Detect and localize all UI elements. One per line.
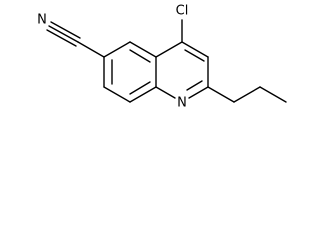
bond-c7-c8 (103, 86, 131, 103)
nitrile-nitrogen-atom-label: N (37, 13, 47, 28)
bond-c4-c3 (181, 41, 209, 58)
atom-labels: Cl N N (37, 4, 188, 111)
chlorine-atom-label: Cl (176, 4, 189, 19)
bond-c2-n1 (188, 86, 209, 99)
bond-nitrile-triple-3 (50, 21, 81, 39)
bond-c2-propyl-1 (207, 86, 235, 103)
quinoline-core-bonds (103, 41, 209, 103)
ring-nitrogen-atom-label: N (177, 96, 187, 111)
molecule-structure: Cl N N (37, 4, 287, 111)
substituent-bonds (46, 19, 287, 103)
bond-propyl-1-2 (233, 86, 261, 103)
bond-c4a-c5 (129, 41, 157, 58)
bond-c4-c4a (155, 41, 183, 58)
bond-c2-n1-double (186, 80, 203, 91)
bond-c8-c8a (129, 86, 157, 103)
bond-c8-c8a-double (129, 81, 151, 95)
bond-n1-c8a (155, 86, 176, 99)
bond-c5-c6 (103, 41, 131, 58)
bond-propyl-2-3 (259, 86, 287, 103)
bond-c4a-c5-double (129, 49, 151, 63)
bond-c4-c3-double (184, 49, 205, 62)
bond-nitrile-triple-2 (46, 29, 77, 47)
bond-c6-cn (77, 41, 105, 58)
bond-nitrile-triple-1 (48, 25, 79, 43)
